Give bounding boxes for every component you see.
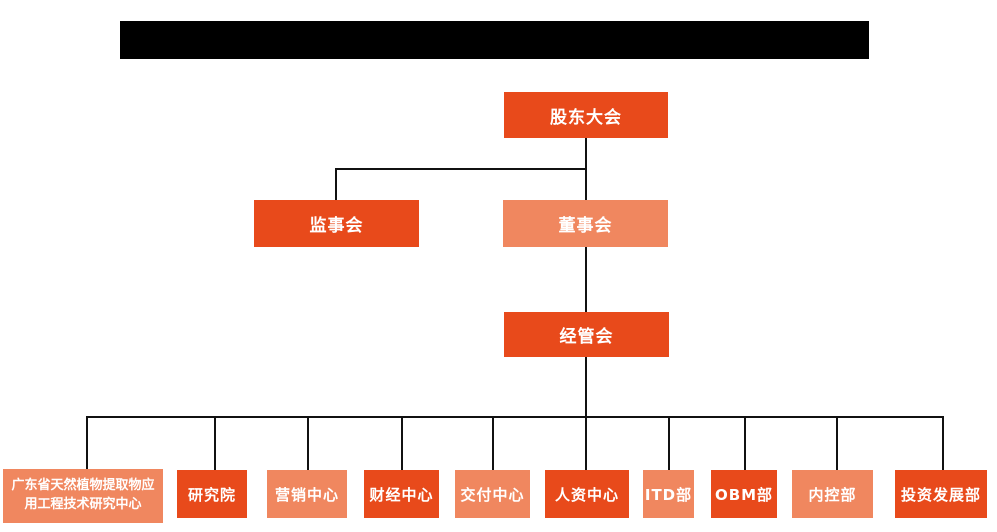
connector-line (401, 416, 403, 470)
org-box-finance-center: 财经中心 (364, 470, 439, 518)
connector-line (335, 168, 337, 200)
org-box-supervisory-board: 监事会 (254, 200, 419, 247)
connector-line (942, 416, 944, 470)
connector-line (214, 416, 216, 470)
connector-line (668, 416, 670, 470)
connector-line (307, 416, 309, 470)
org-box-internal-control-department: 内控部 (792, 470, 873, 518)
org-box-research-center: 广东省天然植物提取物应 用工程技术研究中心 (3, 469, 163, 523)
org-box-hr-center: 人资中心 (545, 470, 629, 518)
org-box-research-center-line2: 用工程技术研究中心 (24, 497, 142, 512)
org-box-delivery-center: 交付中心 (455, 470, 530, 518)
connector-rail (86, 416, 944, 418)
org-box-obm-department: OBM部 (711, 470, 777, 518)
org-box-management-committee: 经管会 (504, 312, 669, 357)
connector-line (86, 416, 88, 470)
org-box-marketing-center: 营销中心 (267, 470, 347, 518)
connector-line (744, 416, 746, 470)
connector-line (335, 168, 587, 170)
connector-line (492, 416, 494, 470)
connector-line (585, 357, 587, 470)
connector-line (836, 416, 838, 470)
connector-line (585, 247, 587, 312)
org-box-research-center-line1: 广东省天然植物提取物应 (11, 478, 155, 494)
org-box-shareholders-meeting: 股东大会 (504, 92, 668, 138)
org-box-itd-department: ITD部 (643, 470, 694, 518)
org-box-research-institute: 研究院 (177, 470, 247, 518)
org-box-investment-development-department: 投资发展部 (895, 470, 987, 518)
redacted-title-bar (120, 21, 869, 59)
org-box-board-of-directors: 董事会 (503, 200, 668, 247)
